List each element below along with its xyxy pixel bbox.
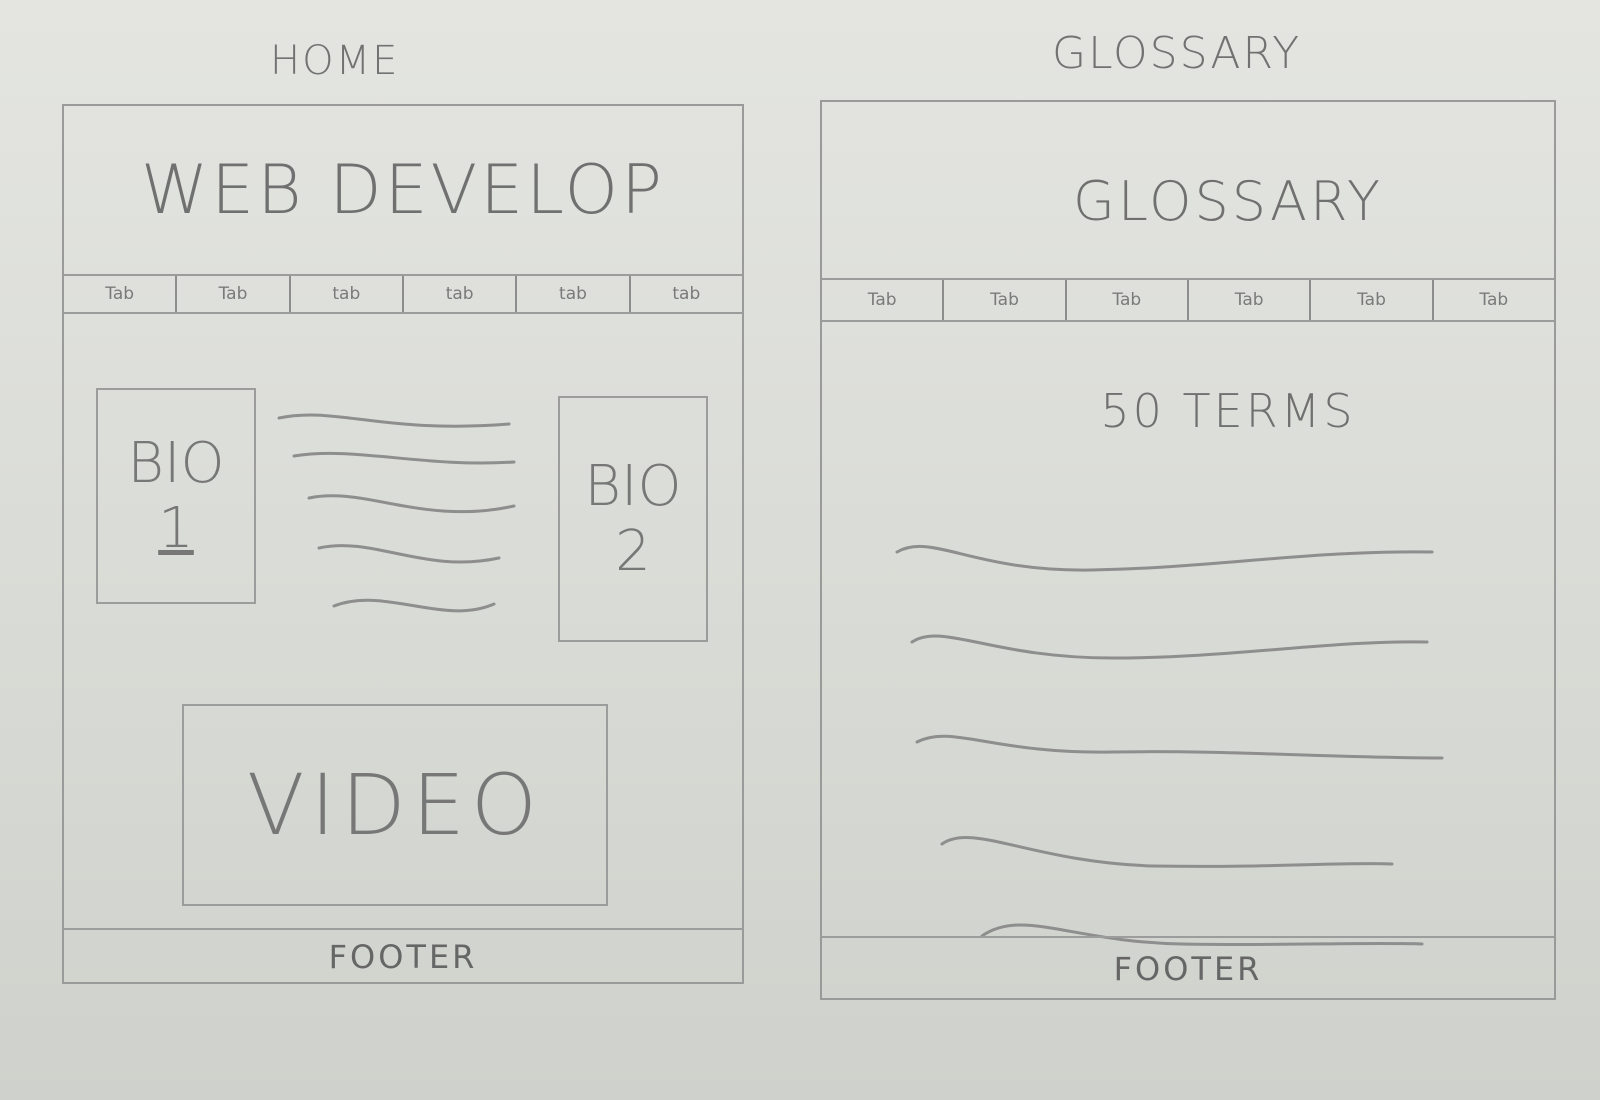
glossary-terms-heading: 50 TERMS <box>1100 384 1356 438</box>
bio-1-box: BIO 1 <box>96 388 256 604</box>
bio-1-label: BIO <box>127 431 225 496</box>
glossary-tab-3[interactable]: Tab <box>1067 280 1189 320</box>
video-label: VIDEO <box>246 756 544 854</box>
bio-1-number: 1 <box>158 496 194 561</box>
home-tab-6[interactable]: tab <box>672 284 701 304</box>
home-site-title: WEB DEVELOP <box>140 151 666 230</box>
home-text-line-5 <box>332 598 496 613</box>
home-text-line-4 <box>317 544 501 564</box>
glossary-line-5 <box>980 923 1424 947</box>
home-tab-2[interactable]: Tab <box>177 276 291 312</box>
glossary-tab-1[interactable]: Tab <box>822 280 945 320</box>
glossary-line-2 <box>910 634 1429 660</box>
home-tab-1[interactable]: Tab <box>64 276 178 312</box>
bio-2-number: 2 <box>615 519 651 584</box>
bio-2-box: BIO 2 <box>558 396 708 642</box>
glossary-tab-5[interactable]: Tab <box>1311 280 1434 320</box>
home-footer: FOOTER <box>64 928 742 982</box>
video-placeholder[interactable]: VIDEO <box>182 704 608 906</box>
glossary-page-label: GLOSSARY <box>1052 28 1302 79</box>
glossary-line-1 <box>895 544 1434 572</box>
glossary-line-4 <box>940 836 1394 868</box>
glossary-tab-6[interactable]: Tab <box>1479 290 1509 310</box>
home-text-line-2 <box>292 451 516 465</box>
home-tab-bar: Tab Tab tab tab tab tab <box>64 274 742 314</box>
home-tab-3[interactable]: tab <box>291 276 404 312</box>
home-text-line-1 <box>277 413 511 428</box>
glossary-term-placeholder-lines <box>895 544 1444 947</box>
glossary-page-frame: GLOSSARY Tab Tab Tab Tab Tab Tab 50 TERM… <box>820 100 1556 1000</box>
glossary-site-title: GLOSSARY <box>1072 170 1384 233</box>
glossary-tab-bar: Tab Tab Tab Tab Tab Tab <box>822 278 1554 322</box>
home-page-frame: WEB DEVELOP Tab Tab tab tab tab tab BIO … <box>62 104 744 984</box>
home-text-placeholder-lines <box>277 413 516 613</box>
bio-2-label: BIO <box>584 454 682 519</box>
glossary-line-3 <box>915 734 1444 760</box>
home-tab-5[interactable]: tab <box>517 276 631 312</box>
home-tab-4[interactable]: tab <box>404 276 518 312</box>
glossary-tab-4[interactable]: Tab <box>1189 280 1312 320</box>
glossary-tab-2[interactable]: Tab <box>944 280 1067 320</box>
home-page-label: HOME <box>270 38 400 84</box>
glossary-footer: FOOTER <box>822 936 1554 998</box>
home-text-line-3 <box>307 494 516 514</box>
